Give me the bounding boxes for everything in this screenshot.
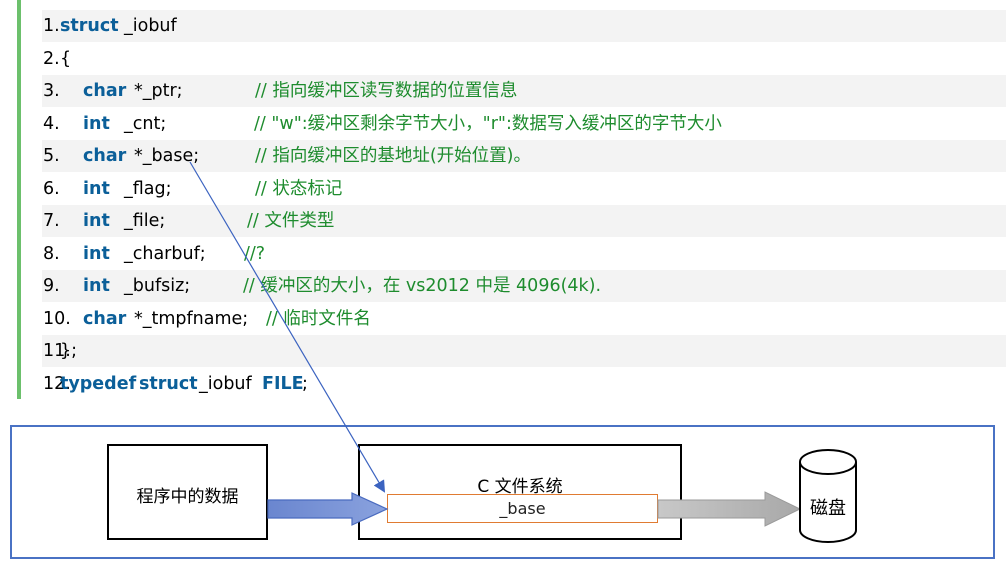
keyword-token: char xyxy=(83,146,127,166)
code-line: 4. int _cnt; // "w":缓冲区剩余字节大小，"r":数据写入缓冲区的字… xyxy=(42,107,1006,140)
code-line: 2.{ xyxy=(42,42,1006,75)
code-line: 7. int _file; // 文件类型 xyxy=(42,205,1006,237)
code-line: 8. int _charbuf; //? xyxy=(42,237,1006,270)
line-number: 2. xyxy=(43,48,60,69)
code-token: _cnt; xyxy=(124,113,167,134)
keyword-token: typedef xyxy=(60,373,137,394)
code-line: 6. int _flag; // 状态标记 xyxy=(42,172,1006,205)
comment-token: // 指向缓冲区读写数据的位置信息 xyxy=(255,81,518,101)
diagram-frame xyxy=(10,425,995,559)
code-token: { xyxy=(60,48,72,69)
line-number: 12. xyxy=(43,373,71,394)
keyword-token: int xyxy=(83,113,110,134)
line-number: 11. xyxy=(43,341,71,361)
keyword-token: char xyxy=(83,81,127,101)
fs-to-disk-arrow xyxy=(657,491,802,527)
comment-token: // 缓冲区的大小，在 vs2012 中是 4096(4k). xyxy=(243,276,602,296)
code-line: 10. char *_tmpfname; // 临时文件名 xyxy=(42,302,1006,335)
c-file-system-label: C 文件系统 xyxy=(477,477,563,497)
code-token: *_base; xyxy=(134,146,200,166)
code-token: _flag; xyxy=(124,178,172,199)
line-number: 4. xyxy=(43,113,60,134)
code-token: _file; xyxy=(124,211,166,231)
code-token: ; xyxy=(302,373,308,394)
code-line: 5. char *_base; // 指向缓冲区的基地址(开始位置)。 xyxy=(42,140,1006,172)
c-file-system-box: C 文件系统 xyxy=(358,444,682,540)
base-buffer-box: _base xyxy=(387,494,658,523)
comment-token: // 指向缓冲区的基地址(开始位置)。 xyxy=(255,146,532,166)
keyword-token: FILE xyxy=(262,373,304,394)
keyword-token: int xyxy=(83,276,110,296)
line-number: 9. xyxy=(43,276,60,296)
disk-cylinder-icon xyxy=(799,449,857,543)
data-to-fs-arrow xyxy=(267,492,389,526)
comment-token: // "w":缓冲区剩余字节大小，"r":数据写入缓冲区的字节大小 xyxy=(254,113,722,134)
code-token: _iobuf xyxy=(124,16,177,36)
line-number: 6. xyxy=(43,178,60,199)
keyword-token: int xyxy=(83,178,110,199)
line-number: 10. xyxy=(43,308,71,329)
code-line: 3. char *_ptr; // 指向缓冲区读写数据的位置信息 xyxy=(42,75,1006,107)
program-data-box: 程序中的数据 xyxy=(107,444,268,540)
program-data-label: 程序中的数据 xyxy=(136,487,239,507)
keyword-token: char xyxy=(83,308,127,329)
line-number: 5. xyxy=(43,146,60,166)
comment-token: //? xyxy=(244,243,266,264)
line-number: 1. xyxy=(43,16,60,36)
comment-token: // 临时文件名 xyxy=(266,308,371,329)
code-line: 1.struct_iobuf xyxy=(42,10,1006,42)
comment-token: // 文件类型 xyxy=(247,211,335,231)
code-token: }; xyxy=(60,341,78,361)
code-line: 11.}; xyxy=(42,335,1006,367)
keyword-token: int xyxy=(83,211,110,231)
comment-token: // 状态标记 xyxy=(255,178,343,199)
code-token: _iobuf xyxy=(199,373,252,394)
code-token: _bufsiz; xyxy=(124,276,191,296)
base-pointer-line xyxy=(189,161,386,493)
code-token: *_tmpfname; xyxy=(134,308,249,329)
disk-label: 磁盘 xyxy=(810,498,846,519)
code-line: 9. int _bufsiz; // 缓冲区的大小，在 vs2012 中是 4096(… xyxy=(42,270,1006,302)
line-number: 3. xyxy=(43,81,60,101)
keyword-token: struct xyxy=(139,373,198,394)
code-token: *_ptr; xyxy=(134,81,183,101)
code-token: _charbuf; xyxy=(124,243,206,264)
keyword-token: struct xyxy=(60,16,119,36)
line-number: 8. xyxy=(43,243,60,264)
line-number: 7. xyxy=(43,211,60,231)
keyword-token: int xyxy=(83,243,110,264)
